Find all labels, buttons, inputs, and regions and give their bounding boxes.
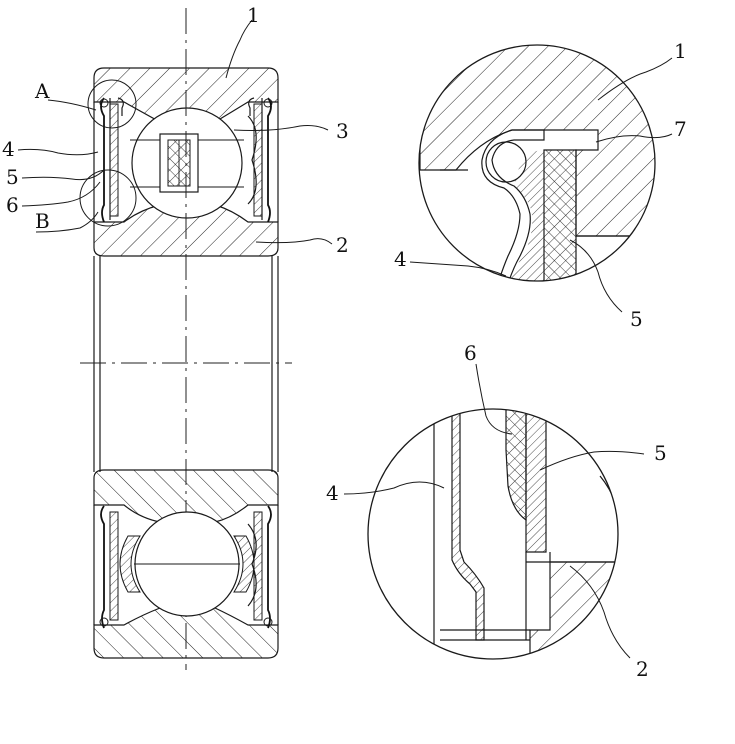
cage-lower-right (233, 535, 255, 593)
detail-a-label-shield: 4 (394, 247, 407, 271)
label-shield: 4 (2, 137, 15, 161)
cage-lower-left (119, 535, 141, 593)
label-lip: 6 (6, 193, 19, 217)
left-seal-lower (99, 505, 119, 629)
right-seal-upper (247, 97, 273, 223)
detail-circle-a (87, 79, 137, 129)
label-ball-cage: 3 (336, 119, 349, 143)
detail-b-view: 6 4 5 2 (326, 341, 667, 681)
detail-a-label-seal: 5 (630, 307, 643, 331)
seal-body-b (525, 409, 547, 553)
label-detail-a: A (34, 79, 50, 103)
lip-6 (505, 409, 527, 522)
seal-body (543, 149, 577, 281)
detail-b-label-inner-ring: 2 (636, 657, 649, 681)
detail-a-circle (418, 44, 656, 282)
label-outer-ring: 1 (247, 3, 260, 27)
shield-curve (481, 129, 545, 281)
detail-a-label-outer-ring: 1 (674, 39, 687, 63)
detail-b-label-lip: 6 (464, 341, 477, 365)
left-seal-upper (99, 97, 124, 223)
label-seal: 5 (6, 165, 19, 189)
detail-a-label-flange: 7 (674, 117, 687, 141)
shield-b (451, 409, 485, 641)
right-seal-lower (247, 505, 273, 629)
detail-b-label-seal: 5 (654, 441, 667, 465)
label-inner-ring: 2 (336, 233, 349, 257)
detail-b-label-shield: 4 (326, 481, 339, 505)
label-detail-b: B (35, 209, 50, 233)
detail-a-view: 1 7 4 5 (394, 39, 687, 331)
main-section-view: 1 3 2 A 4 5 6 B (2, 3, 349, 670)
detail-b-circle (367, 408, 619, 660)
